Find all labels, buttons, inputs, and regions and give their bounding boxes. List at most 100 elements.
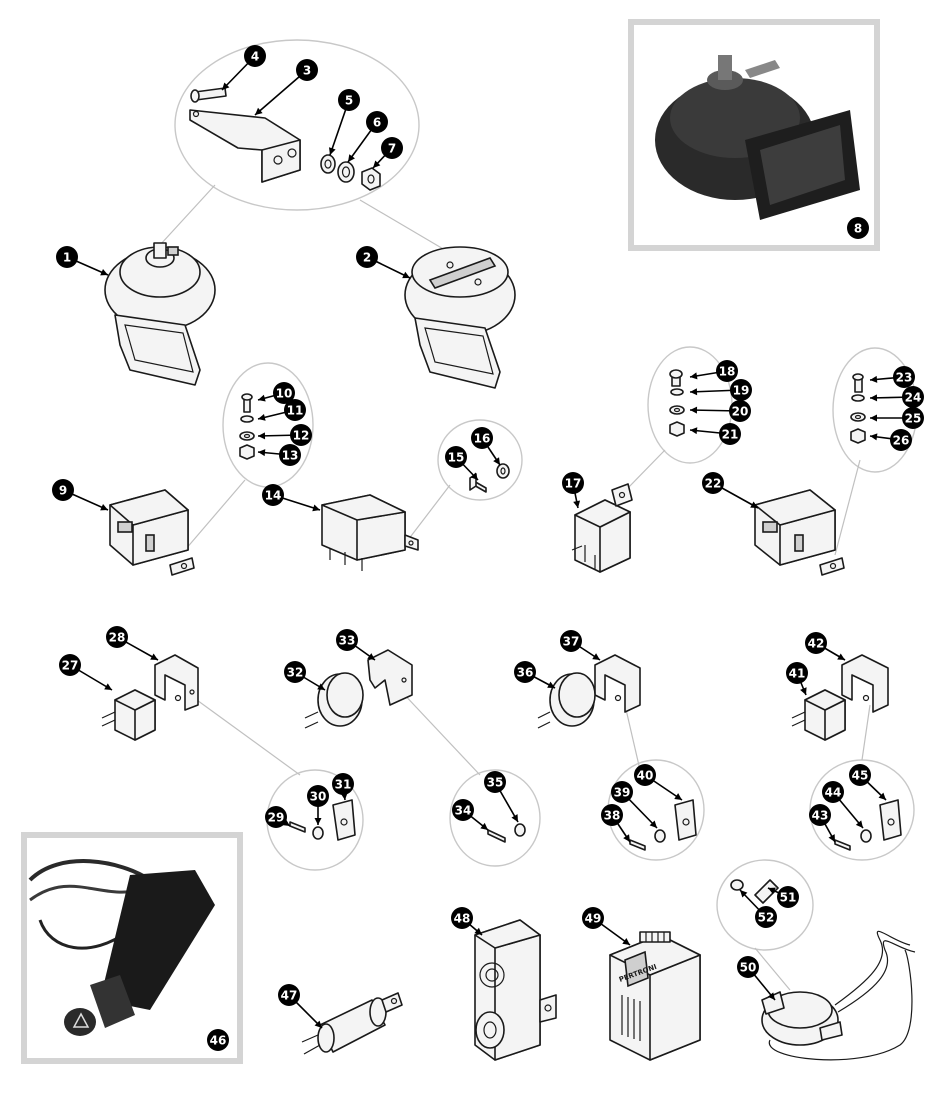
- callout-arrowhead: [493, 457, 500, 465]
- callout-badge: [805, 632, 827, 654]
- callout-arrowhead: [100, 268, 108, 276]
- callout-badge: [562, 472, 584, 494]
- callout-arrowhead: [870, 433, 878, 441]
- relay-17-group: [571, 346, 733, 573]
- callout-number: 41: [789, 667, 806, 681]
- callout-number: 14: [265, 489, 282, 503]
- callout-arrowhead: [470, 472, 478, 480]
- callout-number: 17: [565, 477, 582, 491]
- callout-number: 7: [388, 142, 396, 156]
- callout-45: 45: [849, 764, 887, 801]
- callout-number: 21: [722, 428, 739, 442]
- callout-number: 25: [905, 412, 922, 426]
- callout-6: 6: [347, 111, 388, 163]
- callout-badge: [786, 662, 808, 684]
- callout-number: 8: [854, 222, 862, 236]
- callout-7: 7: [372, 137, 403, 169]
- callout-badge: [273, 382, 295, 404]
- callout-badge: [284, 399, 306, 421]
- pertroni-box-49: PERTRONI: [609, 931, 701, 1061]
- callout-number: 11: [287, 404, 304, 418]
- callout-badge: [471, 427, 493, 449]
- callout-24: 24: [869, 386, 924, 408]
- callout-number: 44: [825, 786, 842, 800]
- callout-number: 32: [287, 666, 304, 680]
- callout-14: 14: [262, 484, 321, 512]
- callout-arrowhead: [690, 406, 698, 414]
- callout-number: 33: [339, 634, 356, 648]
- buzzer-50-group: [716, 859, 916, 1061]
- callout-40: 40: [634, 764, 683, 801]
- callout-35: 35: [484, 771, 519, 823]
- callout-22: 22: [702, 472, 759, 509]
- callout-29: 29: [265, 806, 291, 828]
- callout-5: 5: [328, 89, 360, 156]
- callout-18: 18: [689, 360, 738, 382]
- callout-arrowhead: [100, 503, 108, 511]
- callout-arrowhead: [547, 681, 555, 688]
- callout-number: 19: [733, 384, 750, 398]
- callout-arrowhead: [258, 432, 266, 440]
- callout-badge: [755, 906, 777, 928]
- callout-arrowhead: [367, 653, 375, 660]
- switch-photo-frame: [21, 832, 243, 1064]
- callout-arrowhead: [573, 500, 581, 508]
- callout-50: 50: [737, 956, 776, 1001]
- callout-43: 43: [809, 804, 836, 843]
- callout-badge: [59, 654, 81, 676]
- flasher-27-group: [101, 654, 364, 871]
- callout-badge: [702, 472, 724, 494]
- callout-number: 31: [335, 778, 352, 792]
- horn-1: [104, 242, 216, 386]
- callout-10: 10: [257, 382, 295, 404]
- callout-number: 36: [517, 666, 534, 680]
- callout-arrowhead: [674, 793, 682, 800]
- callout-badge: [737, 956, 759, 978]
- callout-number: 35: [487, 776, 504, 790]
- callout-badge: [514, 661, 536, 683]
- callout-17: 17: [562, 472, 584, 509]
- callout-arrowhead: [690, 388, 698, 396]
- callout-arrowhead: [255, 107, 263, 115]
- callout-badge: [265, 806, 287, 828]
- callout-number: 23: [896, 371, 913, 385]
- callout-26: 26: [869, 429, 912, 451]
- callout-badge: [452, 799, 474, 821]
- callout-arrowhead: [314, 1020, 322, 1028]
- callout-badge: [809, 804, 831, 826]
- callout-badge: [356, 246, 378, 268]
- callout-arrowhead: [622, 938, 630, 945]
- callout-38: 38: [601, 804, 631, 843]
- callout-badge: [366, 111, 388, 133]
- callout-badge: [777, 886, 799, 908]
- callout-badge: [601, 804, 623, 826]
- callout-arrowhead: [855, 820, 863, 828]
- callout-19: 19: [689, 379, 752, 401]
- callout-badge: [849, 764, 871, 786]
- callout-20: 20: [689, 400, 751, 422]
- callout-arrowhead: [258, 394, 266, 402]
- callout-37: 37: [560, 630, 601, 661]
- callout-badge: [307, 785, 329, 807]
- callout-12: 12: [257, 424, 312, 446]
- callout-number: 24: [905, 391, 922, 405]
- callout-49: 49: [582, 907, 631, 946]
- callout-arrowhead: [373, 160, 381, 168]
- callout-number: 29: [268, 811, 285, 825]
- callout-badge: [451, 907, 473, 929]
- callout-4: 4: [221, 45, 266, 91]
- relay-22-group: [754, 347, 918, 576]
- callout-number: 28: [109, 631, 126, 645]
- callout-badge: [244, 45, 266, 67]
- callout-42: 42: [805, 632, 846, 661]
- callout-number: 49: [585, 912, 602, 926]
- callout-arrowhead: [258, 449, 266, 457]
- callout-number: 4: [251, 50, 259, 64]
- callout-51: 51: [767, 886, 799, 908]
- callout-badge: [52, 479, 74, 501]
- callout-32: 32: [284, 661, 326, 691]
- flasher-cylinder-47: [301, 992, 403, 1055]
- callout-arrowhead: [870, 394, 878, 402]
